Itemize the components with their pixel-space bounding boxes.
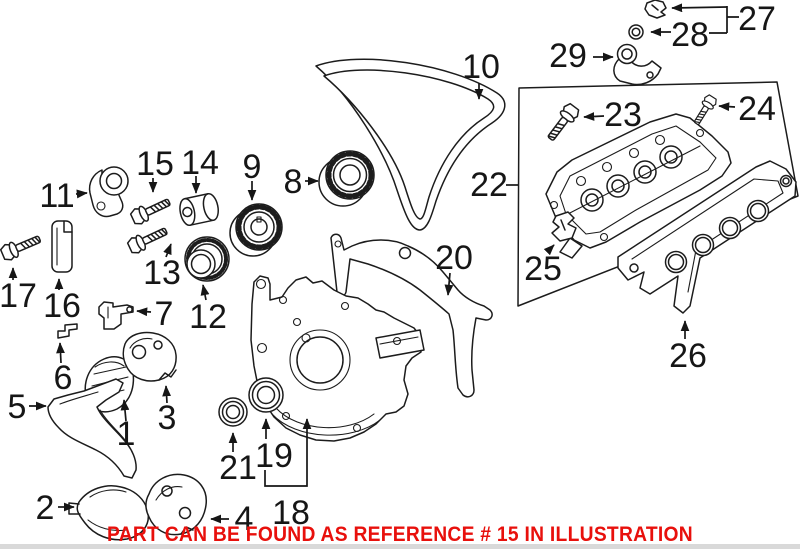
valve-cover-22 [545,113,732,259]
callout-label-15: 15 [136,145,174,183]
callout-label-21: 21 [219,449,257,487]
callout-label-26: 26 [669,337,707,375]
crank-seal-19 [248,377,284,413]
callout-label-1: 1 [117,415,136,453]
callout-label-11: 11 [39,177,74,215]
callout-labels: 1 2 3 4 5 6 7 8 9 10 11 12 13 14 15 16 1… [0,0,776,538]
callout-label-12: 12 [189,298,227,336]
leader-27 [671,3,728,13]
spacer-cylinder-14 [179,192,219,227]
callout-label-25: 25 [524,250,562,288]
callout-label-7: 7 [155,295,174,333]
belt-guard-5 [47,378,137,479]
belt-tensioner-11 [88,166,129,218]
lower-cover-2 [68,485,150,541]
leader-6 [56,342,65,364]
callout-label-29: 29 [549,37,587,75]
camshaft-sensor-29 [613,43,662,86]
callout-label-27: 27 [738,0,776,38]
leader-25 [543,244,555,256]
fastener-clip-27 [644,0,667,19]
leader-7 [136,307,152,317]
o-ring-28 [628,24,644,40]
callout-label-17: 17 [0,277,37,315]
valve-cover-gasket-26 [617,160,797,314]
bracket-sleeve-16 [51,220,73,273]
callout-label-16: 16 [43,287,81,325]
timing-cover-section-3 [122,331,177,382]
callout-label-14: 14 [181,144,219,182]
front-cover-gasket-20 [330,233,493,398]
callout-label-10: 10 [462,48,500,86]
leader-1 [120,399,130,422]
leader-13 [163,243,172,258]
crankshaft-sprocket-9 [229,203,283,257]
callout-label-5: 5 [8,388,27,426]
callout-leaders [8,3,739,524]
callout-label-8: 8 [284,163,303,201]
seal-ring-21 [218,397,248,427]
footer-bar [0,544,800,549]
callout-label-9: 9 [243,148,262,186]
notice-text: PART CAN BE FOUND AS REFERENCE # 15 IN I… [107,523,693,546]
leader-11 [75,189,88,199]
callout-label-13: 13 [143,254,181,292]
leader-24 [718,102,736,112]
timing-belt [315,58,506,231]
callout-label-22: 22 [470,166,508,204]
callout-label-20: 20 [435,239,473,277]
lower-cover-4 [145,473,207,536]
leader-27-bracket [709,6,739,34]
retainer-clip-25 [551,211,577,242]
callout-label-3: 3 [158,399,177,437]
clip-6 [57,323,78,339]
idler-bearing-12 [184,236,230,282]
timing-cover-18 [250,275,425,442]
camshaft-gear-8 [318,150,375,207]
callout-label-4: 4 [235,500,254,538]
leader-23 [583,112,605,121]
leader-12 [200,284,210,301]
callout-label-24: 24 [738,90,776,128]
callout-label-6: 6 [54,359,73,397]
callout-label-19: 19 [255,437,293,475]
bracket-7 [98,301,134,330]
leader-18 [264,418,312,487]
leader-20 [444,272,454,296]
callout-label-2: 2 [36,489,55,527]
callout-label-23: 23 [604,96,642,134]
group-box-22 [517,81,799,307]
callout-label-28: 28 [671,16,709,54]
callout-label-18: 18 [272,494,310,532]
leader-3 [162,385,172,404]
